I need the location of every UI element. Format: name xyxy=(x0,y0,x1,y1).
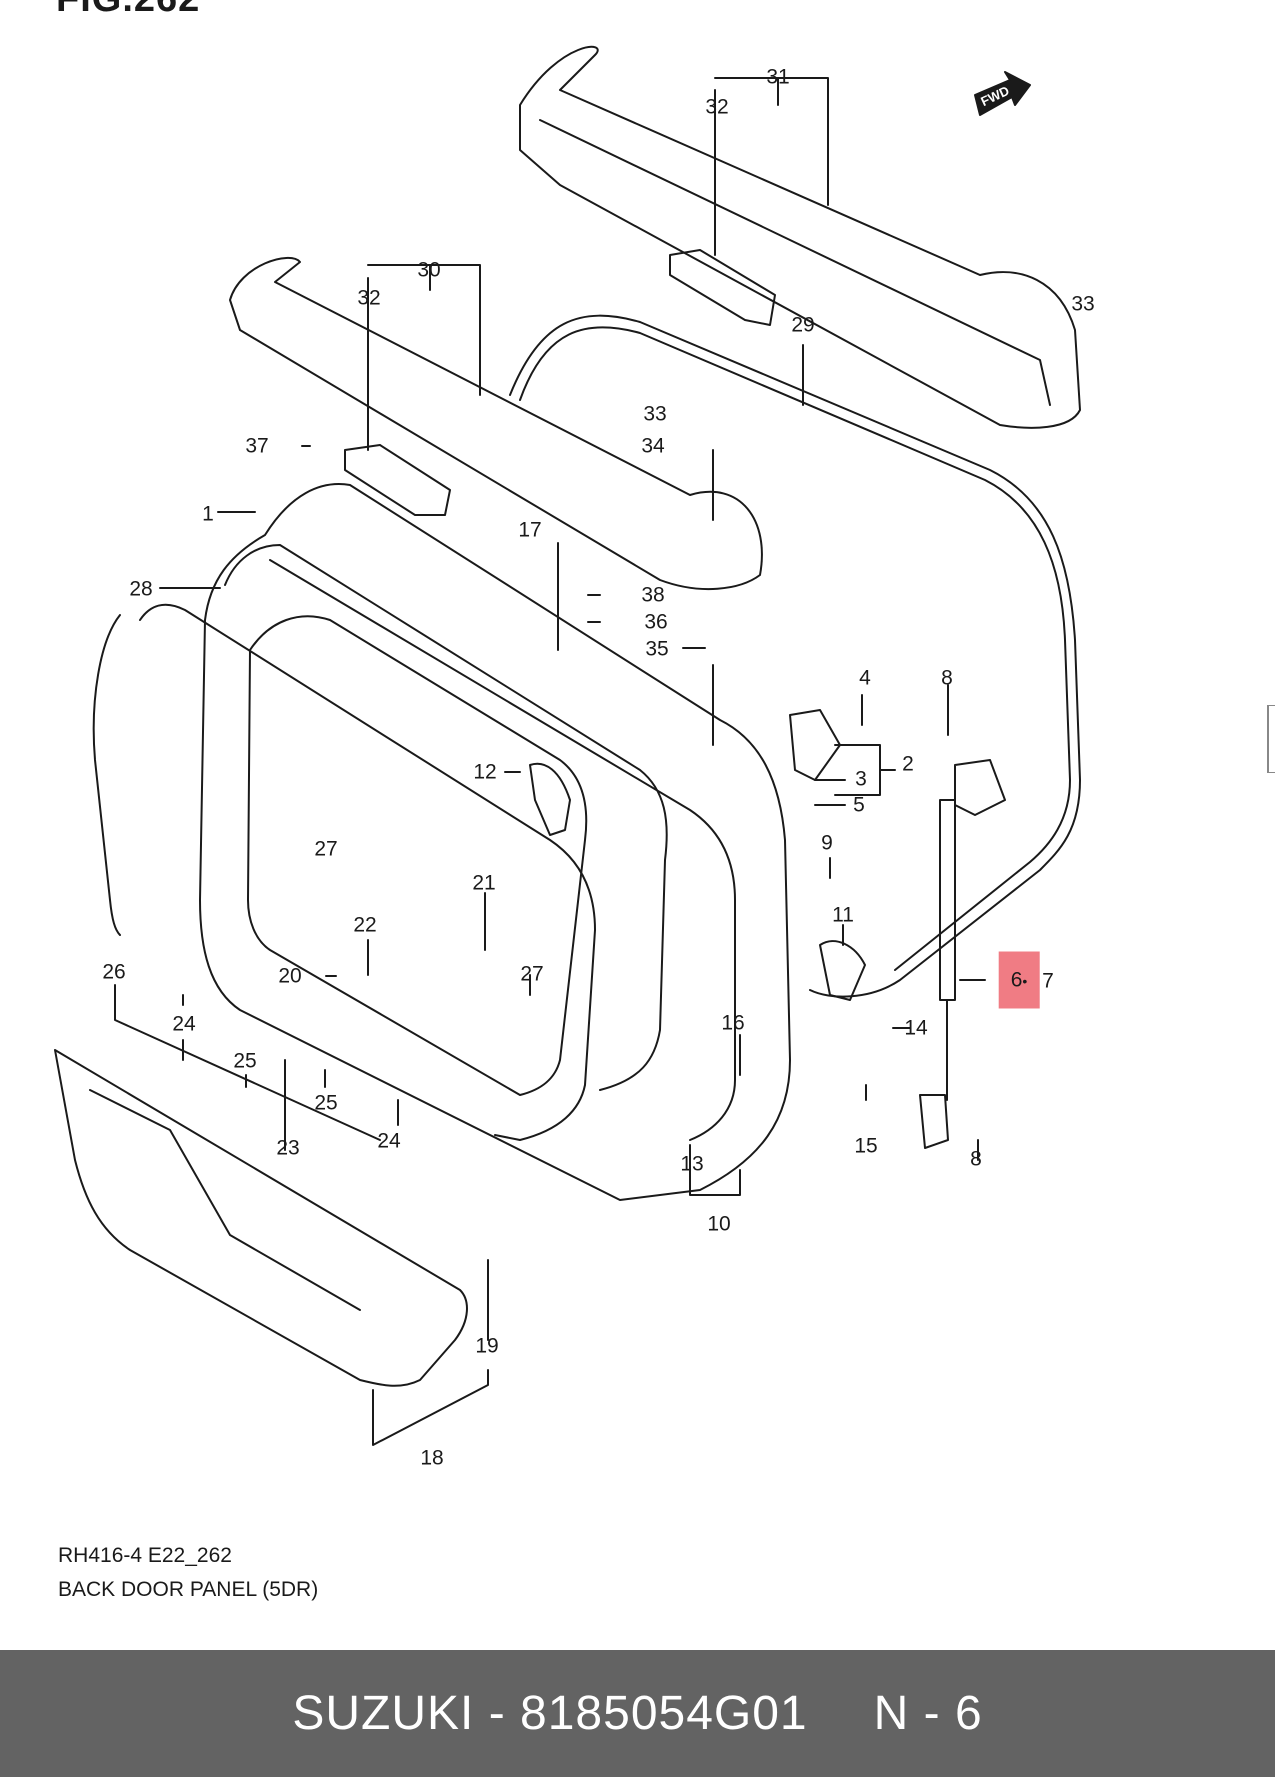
callout-30: 30 xyxy=(417,258,441,282)
highlighted-callout-6[interactable]: 6• xyxy=(998,951,1040,1009)
gas-strut-shape xyxy=(939,799,956,1001)
footer-part-number: SUZUKI - 8185054G01 xyxy=(292,1687,808,1740)
callout-25-right: 25 xyxy=(314,1091,338,1115)
callout-29: 29 xyxy=(791,313,815,337)
lower-bracket-shape xyxy=(344,444,451,516)
callout-33-lower: 33 xyxy=(643,402,667,426)
callout-11: 11 xyxy=(832,903,854,927)
callout-5: 5 xyxy=(853,793,865,817)
callout-13: 13 xyxy=(680,1152,704,1176)
callout-18: 18 xyxy=(420,1446,444,1470)
upper-spoiler-shape xyxy=(519,45,1081,429)
callout-10: 10 xyxy=(707,1212,731,1236)
callout-8-upper: 8 xyxy=(941,666,953,690)
callout-24-left: 24 xyxy=(172,1012,196,1036)
callout-31: 31 xyxy=(766,65,790,89)
footer-reference: N - 6 xyxy=(873,1687,983,1740)
callout-9: 9 xyxy=(821,831,833,855)
callout-32-lower: 32 xyxy=(357,286,381,310)
figure-title: FIG.262 xyxy=(56,0,200,21)
diagram-name-caption: BACK DOOR PANEL (5DR) xyxy=(58,1578,319,1601)
callout-3: 3 xyxy=(855,767,867,791)
callout-37: 37 xyxy=(245,434,269,458)
lamp-shape-12 xyxy=(529,762,571,836)
callout-4: 4 xyxy=(859,666,871,690)
callout-21: 21 xyxy=(472,871,496,895)
lamp-shape-11 xyxy=(819,940,866,1001)
side-molding-shape xyxy=(139,603,596,1141)
callout-36: 36 xyxy=(644,610,668,634)
callout-15: 15 xyxy=(854,1134,878,1158)
callout-6-label: 6 xyxy=(1010,968,1023,992)
callout-8-lower: 8 xyxy=(970,1147,982,1171)
weatherstrip-shape xyxy=(509,314,1081,998)
parts-diagram: FIG.262 xyxy=(54,0,1275,1660)
callout-27-upper: 27 xyxy=(314,837,338,861)
callout-17: 17 xyxy=(518,518,542,542)
callout-2: 2 xyxy=(902,752,914,776)
callout-32-upper: 32 xyxy=(705,95,729,119)
callout-12: 12 xyxy=(473,760,497,784)
footer-bar: SUZUKI - 8185054G01 N - 6 xyxy=(0,1650,1275,1777)
callout-27-lower: 27 xyxy=(520,962,544,986)
garnish-shape xyxy=(54,1049,468,1387)
callout-35: 35 xyxy=(645,637,669,661)
callout-25-left: 25 xyxy=(233,1049,257,1073)
callout-1: 1 xyxy=(202,502,214,526)
door-seal-shape xyxy=(224,544,668,1091)
callout-26: 26 xyxy=(102,960,126,984)
callout-20: 20 xyxy=(278,964,302,988)
callout-24-right: 24 xyxy=(377,1129,401,1153)
callout-7: 7 xyxy=(1042,969,1054,993)
right-edge-marker-upper xyxy=(1267,705,1275,773)
callout-28: 28 xyxy=(129,577,153,601)
callout-38: 38 xyxy=(641,583,665,607)
callout-34: 34 xyxy=(641,434,665,458)
hinge-shape xyxy=(789,709,841,781)
callout-22: 22 xyxy=(353,913,377,937)
callout-16: 16 xyxy=(721,1011,745,1035)
callout-14: 14 xyxy=(904,1016,928,1040)
diagram-code-caption: RH416-4 E22_262 xyxy=(58,1544,232,1567)
callout-19: 19 xyxy=(475,1334,499,1358)
callout-33-upper: 33 xyxy=(1071,292,1095,316)
lower-spoiler-shape xyxy=(229,257,763,590)
upper-bracket-shape xyxy=(669,249,776,326)
callout-23: 23 xyxy=(276,1136,300,1160)
back-door-panel-shape xyxy=(199,483,791,1201)
exploded-view-drawing xyxy=(54,45,1081,1446)
